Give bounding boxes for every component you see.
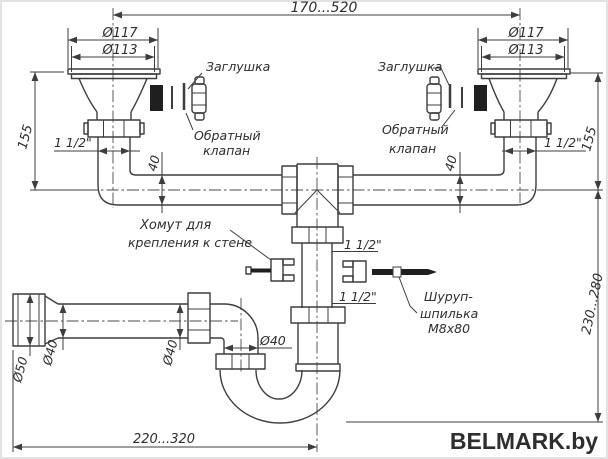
dim-d50-label: Ø50 xyxy=(9,355,30,385)
dim-thread-left-sink: 1 1/2" xyxy=(54,135,140,155)
annotation-screw-stud: Шуруп- шпилька М8х80 xyxy=(398,276,478,336)
thread-label-3: 1 1/2" xyxy=(344,237,382,252)
dim-top-span-label: 170...520 xyxy=(291,0,358,16)
screw-label-line2: шпилька xyxy=(420,306,478,321)
right-plug-and-check-valve xyxy=(426,76,463,121)
screw-label-line3: М8х80 xyxy=(428,321,470,336)
right-overflow-outlet xyxy=(474,85,487,111)
dim-155-left: 155 xyxy=(15,123,36,151)
p-trap xyxy=(210,303,341,424)
dim-155-right: 155 xyxy=(579,125,600,153)
belmark-logo: BELMARK.by xyxy=(450,428,598,454)
dim-d117-right: Ø117 xyxy=(507,26,544,41)
left-sink-assembly xyxy=(67,68,163,206)
annotation-plug-right: Заглушка xyxy=(378,59,450,86)
screw-stud xyxy=(372,266,437,278)
dim-40-right: 40 xyxy=(441,153,460,172)
dim-left-flange: Ø117 Ø113 xyxy=(67,26,159,72)
check-valve-right-line2: клапан xyxy=(389,141,436,156)
dim-bottom-span: 220...320 xyxy=(12,350,317,452)
dim-height-right: 155 xyxy=(540,72,603,191)
check-valve-right-line1: Обратный xyxy=(382,122,449,137)
dim-thread-tee-lower: 1 1/2" xyxy=(332,289,377,304)
dim-d113-right: Ø113 xyxy=(507,43,543,58)
dim-right-flange: Ø117 Ø113 xyxy=(477,26,569,72)
thread-label-4: 1 1/2" xyxy=(339,289,377,304)
dim-d40-a: Ø40 xyxy=(39,304,67,368)
dim-d40-elbow-label: Ø40 xyxy=(259,333,286,348)
left-overflow-outlet xyxy=(150,85,163,111)
thread-label-1: 1 1/2" xyxy=(54,135,92,150)
dim-d117-left: Ø117 xyxy=(101,26,138,41)
annotation-plug-left: Заглушка xyxy=(187,59,270,90)
plug-label-left: Заглушка xyxy=(206,59,270,74)
dim-d40-b: Ø40 xyxy=(159,304,184,368)
check-valve-left-line1: Обратный xyxy=(194,128,261,143)
thread-label-2: 1 1/2" xyxy=(544,135,582,150)
dim-thread-tee-upper: 1 1/2" xyxy=(332,237,382,252)
dim-offset-right: 40 xyxy=(441,152,464,213)
outlet-pipe xyxy=(12,292,211,347)
dim-height-left: 155 xyxy=(15,71,96,191)
dim-d50: Ø50 xyxy=(9,294,34,385)
dim-d113-left: Ø113 xyxy=(101,43,137,58)
tee-assembly xyxy=(281,163,354,372)
clamp-label-line1: Хомут для xyxy=(139,218,211,233)
dim-220-320: 220...320 xyxy=(133,432,195,447)
dim-d40-b-label: Ø40 xyxy=(159,338,180,368)
annotation-check-valve-left: Обратный клапан xyxy=(185,112,261,158)
check-valve-left-line2: клапан xyxy=(203,143,250,158)
dim-top-span: 170...520 xyxy=(113,0,520,19)
clamp-label-line2: крепления к стене xyxy=(128,235,252,250)
dim-d40-a-label: Ø40 xyxy=(39,338,60,368)
dim-d40-elbow: Ø40 xyxy=(224,333,292,352)
right-sink-assembly xyxy=(474,68,571,206)
dim-40-left: 40 xyxy=(144,153,163,172)
wall-clamp xyxy=(245,258,367,283)
dim-thread-right-sink: 1 1/2" xyxy=(502,135,586,155)
tee-cone xyxy=(294,189,341,214)
annotation-wall-clamp: Хомут для крепления к стене xyxy=(128,218,272,261)
dim-offset-left: 40 xyxy=(144,152,166,213)
annotation-check-valve-right: Обратный клапан xyxy=(382,109,456,156)
screw-label-line1: Шуруп- xyxy=(424,289,473,304)
plug-label-right: Заглушка xyxy=(378,59,442,74)
